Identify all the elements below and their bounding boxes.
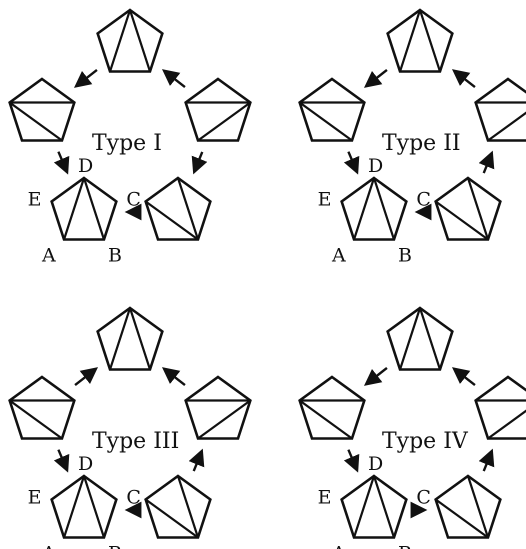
pentagon-right xyxy=(184,77,252,142)
pentagon-bottomright xyxy=(144,474,212,539)
panel-2: Type IID C B A E xyxy=(298,8,526,267)
vertex-label-a: A xyxy=(41,245,56,267)
flip-arrow xyxy=(53,449,70,473)
vertex-label-d: D xyxy=(78,155,93,177)
pentagon-left xyxy=(298,77,366,142)
vertex-label-c: C xyxy=(126,188,141,210)
pentagon-top xyxy=(96,306,164,371)
pentagon-left xyxy=(8,375,76,440)
pentagon-top xyxy=(96,8,164,73)
pentagon-bottom xyxy=(50,176,118,241)
panel-4: Type IVD C B A E xyxy=(298,306,526,549)
type-label: Type II xyxy=(382,131,461,156)
vertex-label-b: B xyxy=(398,543,412,549)
type-label: Type IV xyxy=(382,429,469,454)
vertex-label-b: B xyxy=(108,543,122,549)
flip-arrow xyxy=(363,68,388,88)
flip-arrow xyxy=(188,448,205,472)
vertex-label-e: E xyxy=(28,486,42,508)
type-label: Type III xyxy=(92,429,179,454)
pentagon-top xyxy=(386,306,454,371)
pentagon-top xyxy=(386,8,454,73)
flip-arrow xyxy=(343,449,360,473)
vertex-label-b: B xyxy=(398,245,412,267)
panel-1: Type ID C B A E xyxy=(8,8,252,267)
vertex-label-d: D xyxy=(368,453,383,475)
vertex-label-c: C xyxy=(416,188,431,210)
vertex-label-e: E xyxy=(318,486,332,508)
pentagon-bottomright xyxy=(434,474,502,539)
flip-arrow xyxy=(451,367,476,387)
vertex-label-c: C xyxy=(126,486,141,508)
pentagon-bottomright xyxy=(144,176,212,241)
flip-arrow xyxy=(53,151,70,175)
vertex-label-a: A xyxy=(331,245,346,267)
flip-arrow xyxy=(73,68,98,88)
flip-arrow xyxy=(161,69,186,89)
vertex-label-b: B xyxy=(108,245,122,267)
pentagon-bottom xyxy=(340,474,408,539)
flip-arrow xyxy=(161,367,186,387)
pentagon-right xyxy=(184,375,252,440)
vertex-label-c: C xyxy=(416,486,431,508)
vertex-label-a: A xyxy=(331,543,346,549)
pentagon-left xyxy=(8,77,76,142)
vertex-label-e: E xyxy=(318,188,332,210)
flip-arrow xyxy=(74,367,99,387)
vertex-label-d: D xyxy=(78,453,93,475)
flip-arrow xyxy=(191,151,208,175)
pentagon-bottomright xyxy=(434,176,502,241)
flip-arrow xyxy=(478,448,495,472)
flip-arrow xyxy=(343,151,360,175)
flip-arrow xyxy=(451,69,476,89)
pentagon-bottom xyxy=(50,474,118,539)
pentagon-bottom xyxy=(340,176,408,241)
vertex-label-d: D xyxy=(368,155,383,177)
pentagon-right xyxy=(474,77,526,142)
vertex-label-e: E xyxy=(28,188,42,210)
pentagon-right xyxy=(474,375,526,440)
pentagon-left xyxy=(298,375,366,440)
type-label: Type I xyxy=(92,131,162,156)
flip-arrow xyxy=(478,150,495,174)
vertex-label-a: A xyxy=(41,543,56,549)
flip-arrow xyxy=(363,366,388,386)
